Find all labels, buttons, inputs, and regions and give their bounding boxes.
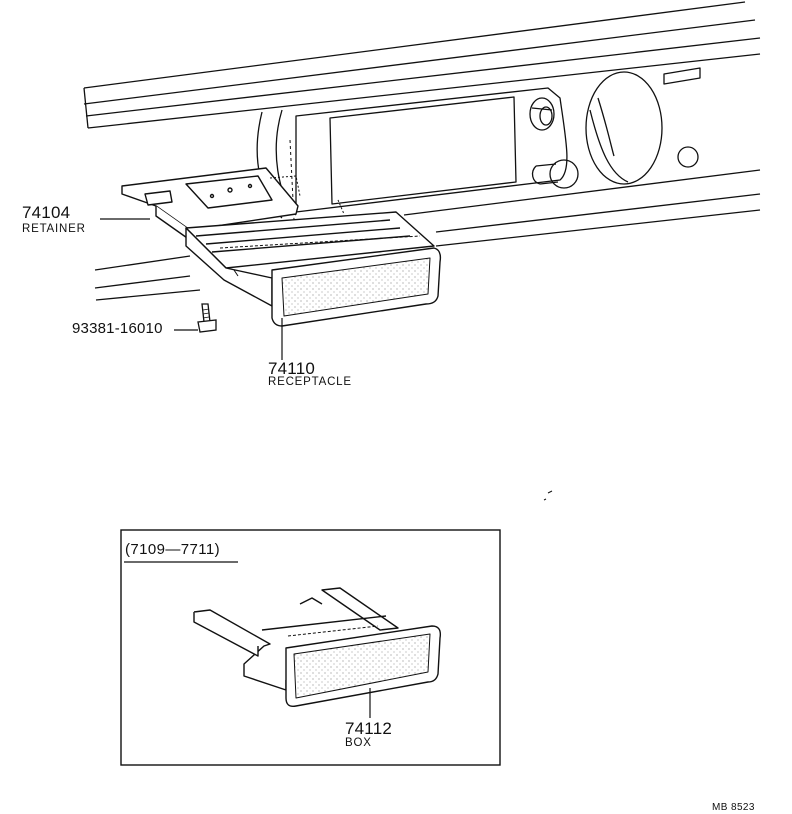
bolt-part <box>197 303 217 333</box>
stray-marks <box>543 490 553 501</box>
receptacle-part-number: 74110 <box>268 359 316 378</box>
bolt-part-number: 93381-16010 <box>72 320 163 337</box>
box-name-label: BOX <box>345 737 372 749</box>
receptacle-part <box>185 211 442 327</box>
figure-code: MB 8523 <box>712 802 755 813</box>
box-part <box>193 587 442 708</box>
leader-lines <box>100 218 283 360</box>
retainer-name-label: RETAINER <box>22 223 86 235</box>
inset-frame <box>120 529 501 766</box>
inset-date-range-label: (7109—7711) <box>125 541 221 558</box>
retainer-part-number: 74104 <box>22 203 71 222</box>
box-part-number: 74112 <box>345 719 393 738</box>
receptacle-name-label: RECEPTACLE <box>268 376 352 388</box>
instrument-panel <box>83 1 761 301</box>
retainer-part <box>121 167 301 241</box>
